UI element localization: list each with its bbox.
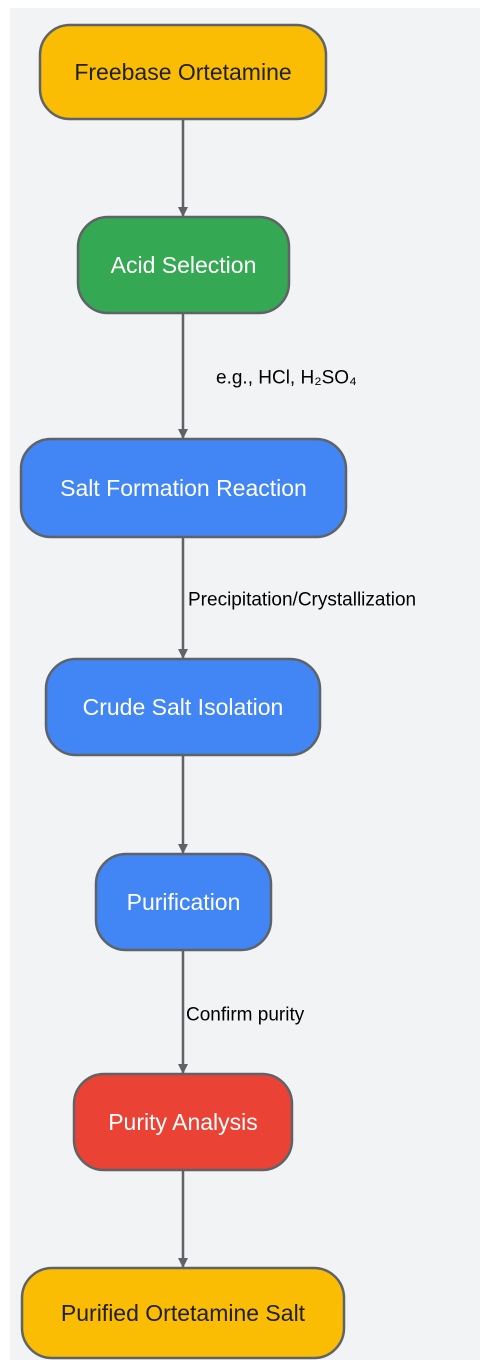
edge-label-purification-to-analysis: Confirm purity [186, 1005, 305, 1026]
node-acid-box [76, 215, 291, 315]
node-freebase: Freebase Ortetamine [38, 23, 328, 121]
node-product-box [20, 1266, 346, 1360]
node-acid: Acid Selection [76, 215, 291, 315]
node-product: Purified Ortetamine Salt [20, 1266, 346, 1360]
edge-label-acid-to-salt: e.g., HCl, H₂SO₄ [216, 368, 357, 389]
node-crude: Crude Salt Isolation [44, 657, 322, 757]
node-salt-label: Salt Formation Reaction [60, 475, 307, 501]
node-analysis: Purity Analysis [72, 1072, 294, 1172]
node-salt: Salt Formation Reaction [19, 437, 348, 539]
node-crude-box [44, 657, 322, 757]
node-freebase-label: Freebase Ortetamine [74, 59, 291, 85]
node-analysis-label: Purity Analysis [108, 1109, 258, 1135]
node-freebase-box [38, 23, 328, 121]
node-purification-label: Purification [127, 889, 241, 915]
node-product-label: Purified Ortetamine Salt [61, 1300, 306, 1326]
node-crude-label: Crude Salt Isolation [83, 694, 284, 720]
node-purification-box [94, 852, 273, 952]
node-acid-label: Acid Selection [111, 252, 257, 278]
node-salt-box [19, 437, 348, 539]
node-analysis-box [72, 1072, 294, 1172]
edge-label-salt-to-crude: Precipitation/Crystallization [188, 590, 416, 611]
node-purification: Purification [94, 852, 273, 952]
